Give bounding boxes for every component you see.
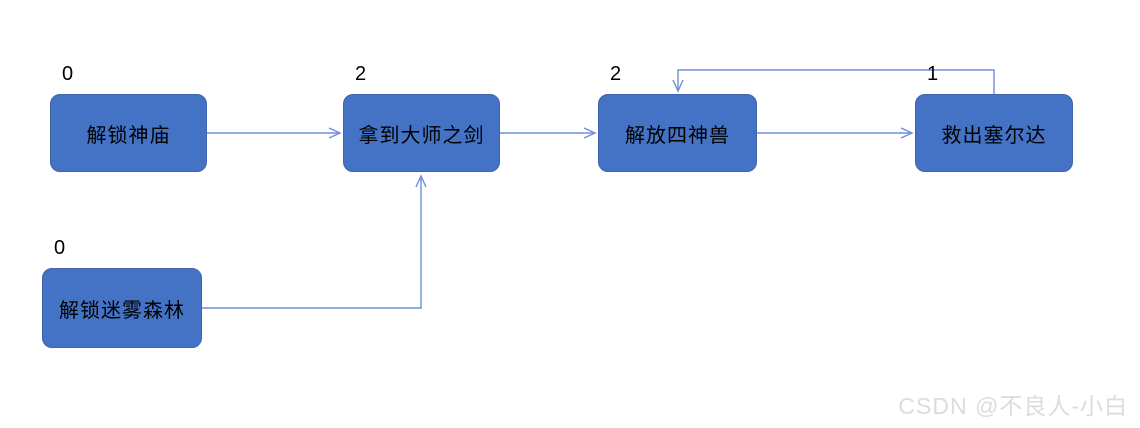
- flow-node-label: 解锁神庙: [86, 124, 171, 147]
- flow-node-free-divine-beasts: 解放四神兽: [598, 94, 757, 172]
- flow-node-rescue-zelda: 救出塞尔达: [915, 94, 1073, 172]
- node-count-unlock-temple: 0: [62, 63, 74, 85]
- flow-node-label: 救出塞尔达: [941, 124, 1047, 147]
- connector-rescue-zelda-to-free-divine-beasts: [672, 69, 995, 94]
- flow-node-unlock-misty-forest: 解锁迷雾森林: [42, 268, 202, 348]
- flow-node-unlock-temple: 解锁神庙: [50, 94, 207, 172]
- flow-node-label: 拿到大师之剑: [358, 124, 485, 147]
- flow-node-label: 解放四神兽: [625, 124, 730, 147]
- node-count-free-divine-beasts: 2: [610, 63, 622, 85]
- watermark-text: CSDN @不良人-小白: [898, 393, 1128, 419]
- node-count-unlock-misty-forest: 0: [54, 237, 66, 259]
- flow-node-get-master-sword: 拿到大师之剑: [343, 94, 500, 172]
- flow-node-label: 解锁迷雾森林: [59, 299, 185, 322]
- node-count-rescue-zelda: 1: [927, 63, 939, 85]
- connector-unlock-misty-forest-to-get-master-sword: [202, 174, 427, 309]
- node-count-get-master-sword: 2: [355, 63, 367, 85]
